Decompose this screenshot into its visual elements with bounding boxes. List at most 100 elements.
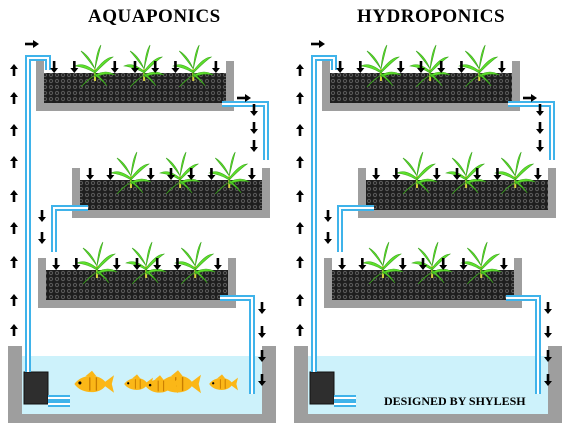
arrow-icon xyxy=(336,61,345,73)
up-arrow-icon xyxy=(10,124,18,136)
fish-icon xyxy=(124,374,153,391)
hydroponics-grow-bed-3 xyxy=(324,258,522,308)
plant-icon xyxy=(409,44,451,88)
arrow-icon xyxy=(207,168,216,180)
arrow-icon xyxy=(112,258,121,270)
arrow-icon xyxy=(146,168,155,180)
riser-pipe xyxy=(311,55,337,372)
aquaponics-grow-bed-2 xyxy=(72,168,270,218)
down-arrow-icon xyxy=(536,140,544,152)
plant-icon xyxy=(359,44,402,88)
up-arrow-icon xyxy=(10,222,18,234)
up-arrow-icon xyxy=(296,156,304,168)
arrow-icon xyxy=(173,258,182,270)
plant-icon xyxy=(172,44,214,88)
designer-credit: DESIGNED BY SHYLESH xyxy=(384,394,526,408)
sump-left-wall xyxy=(294,346,308,414)
up-arrow-icon xyxy=(10,294,18,306)
down-arrow-icon xyxy=(250,104,258,116)
up-arrow-icon xyxy=(10,156,18,168)
sump-bottom xyxy=(8,414,276,423)
arrow-icon xyxy=(493,168,502,180)
arrow-icon xyxy=(396,61,405,73)
down-arrow-icon xyxy=(536,122,544,134)
riser-pipe xyxy=(25,55,51,372)
arrow-icon xyxy=(439,258,448,270)
arrow-icon xyxy=(151,61,160,73)
tray-right-wall xyxy=(512,61,520,103)
arrow-icon xyxy=(171,61,180,73)
tray-left-wall xyxy=(38,258,46,300)
down-arrow-icon xyxy=(544,326,552,338)
plant-icon xyxy=(445,151,487,195)
plant-icon xyxy=(109,151,152,195)
down-arrow-icon xyxy=(544,374,552,386)
down-arrow-icon xyxy=(544,302,552,314)
arrow-icon xyxy=(338,258,347,270)
arrow-icon xyxy=(417,61,425,73)
grow-media xyxy=(366,180,548,210)
drain-pipe-3 xyxy=(506,295,541,394)
fish-icon xyxy=(74,370,114,393)
arrow-icon xyxy=(497,61,506,73)
arrow-icon xyxy=(213,258,222,270)
aquaponics-title: AQUAPONICS xyxy=(88,6,221,27)
grow-media xyxy=(332,270,514,300)
tray-left-wall xyxy=(36,61,44,103)
tray-right-wall xyxy=(262,168,270,210)
down-arrow-icon xyxy=(324,232,332,244)
drain-pipe-2 xyxy=(51,205,88,252)
arrow-icon xyxy=(398,258,407,270)
flow-arrow-icon xyxy=(237,94,251,102)
up-arrow-icon xyxy=(10,64,18,76)
drain-pipe-3 xyxy=(220,295,255,394)
up-arrow-icon xyxy=(10,190,18,202)
plant-icon xyxy=(458,44,500,88)
plant-icon xyxy=(125,241,167,285)
up-arrow-icon xyxy=(296,64,304,76)
pump-icon xyxy=(23,371,49,405)
pump-icon xyxy=(309,371,335,405)
grow-media xyxy=(44,73,226,103)
hydroponics-grow-bed-1 xyxy=(322,61,520,111)
hydroponics-system xyxy=(294,346,562,423)
arrow-icon xyxy=(211,61,220,73)
drain-pipe-2 xyxy=(337,205,374,252)
sump-right-wall xyxy=(548,346,562,414)
sump-bottom xyxy=(294,414,562,423)
arrow-icon xyxy=(358,258,367,270)
grow-media xyxy=(80,180,262,210)
arrow-icon xyxy=(499,258,508,270)
plant-icon xyxy=(123,44,165,88)
up-arrow-icon xyxy=(296,222,304,234)
tray-right-wall xyxy=(514,258,522,300)
down-arrow-icon xyxy=(324,210,332,222)
arrow-icon xyxy=(432,168,441,180)
arrow-icon xyxy=(392,168,401,180)
up-arrow-icon xyxy=(296,92,304,104)
flow-arrow-icon xyxy=(311,40,325,48)
arrow-icon xyxy=(70,61,79,73)
tray-bottom xyxy=(358,210,556,218)
down-arrow-icon xyxy=(250,140,258,152)
up-arrow-icon xyxy=(10,324,18,336)
plant-icon xyxy=(411,241,453,285)
tray-left-wall xyxy=(358,168,366,210)
arrow-icon xyxy=(453,168,461,180)
arrow-icon xyxy=(187,168,196,180)
tray-bottom xyxy=(36,103,234,111)
tray-left-wall xyxy=(72,168,80,210)
arrow-icon xyxy=(247,168,256,180)
tray-right-wall xyxy=(228,258,236,300)
tray-bottom xyxy=(324,300,522,308)
arrow-icon xyxy=(372,168,381,180)
fish-icon xyxy=(209,374,238,391)
arrow-icon xyxy=(437,61,446,73)
plant-icon xyxy=(494,151,536,195)
drain-pipe-1 xyxy=(508,101,555,160)
tray-bottom xyxy=(322,103,520,111)
down-arrow-icon xyxy=(38,210,46,222)
tray-bottom xyxy=(72,210,270,218)
